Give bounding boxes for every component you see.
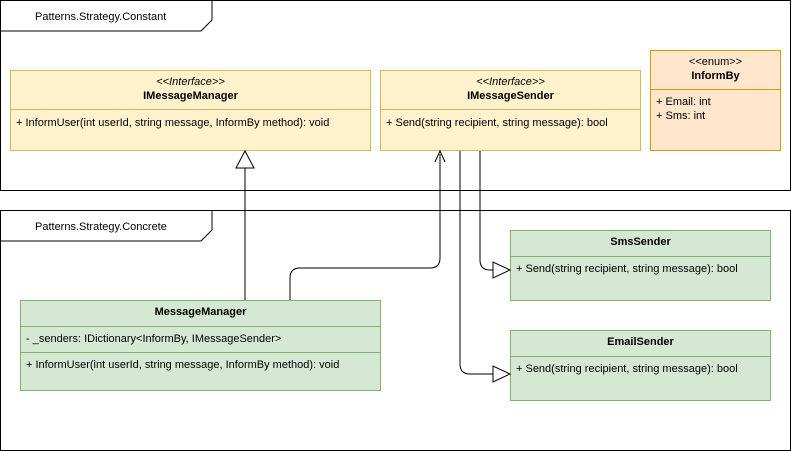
- class-name: SmsSender: [610, 236, 671, 248]
- divider: [21, 352, 380, 353]
- divider: [511, 256, 770, 257]
- divider: [511, 356, 770, 357]
- edge-emailsender-implements-imessagesender: [459, 151, 493, 375]
- package-label-concrete: Patterns.Strategy.Concrete: [35, 221, 167, 233]
- divider: [11, 109, 370, 110]
- package-label-constant: Patterns.Strategy.Constant: [35, 11, 167, 23]
- enum-inform-by[interactable]: <<enum>> InformBy + Email: int + Sms: in…: [650, 50, 781, 151]
- divider: [651, 89, 780, 90]
- method-row: + InformUser(int userId, string message,…: [16, 117, 330, 129]
- stereotype-label: <<Interface>>: [476, 76, 545, 88]
- method-row: + Send(string recipient, string message)…: [516, 363, 738, 375]
- class-name: IMessageSender: [467, 90, 554, 102]
- class-sms-sender[interactable]: SmsSender + Send(string recipient, strin…: [510, 230, 771, 301]
- arrowhead-hollow-triangle: [492, 261, 512, 279]
- stereotype-label: <<enum>>: [688, 56, 743, 68]
- class-name: EmailSender: [607, 336, 674, 348]
- arrowhead-open: [434, 149, 446, 163]
- method-row: + Send(string recipient, string message)…: [516, 263, 738, 275]
- divider: [381, 109, 640, 110]
- class-message-manager[interactable]: MessageManager - _senders: IDictionary<I…: [20, 300, 381, 391]
- divider: [21, 326, 380, 327]
- class-name: IMessageManager: [143, 90, 238, 102]
- package-tab-shape: [1, 1, 213, 32]
- class-imessage-sender[interactable]: <<Interface>> IMessageSender + Send(stri…: [380, 70, 641, 151]
- field-row: + Email: int: [656, 96, 711, 108]
- method-row: + Send(string recipient, string message)…: [386, 117, 608, 129]
- field-row: - _senders: IDictionary<InformBy, IMessa…: [26, 333, 282, 345]
- arrowhead-hollow-triangle: [492, 365, 512, 383]
- method-row: + InformUser(int userId, string message,…: [26, 359, 340, 371]
- class-name: MessageManager: [154, 306, 247, 318]
- class-imessage-manager[interactable]: <<Interface>> IMessageManager + InformUs…: [10, 70, 371, 151]
- package-tab-shape: [1, 211, 213, 242]
- edge-smssender-implements-imessagesender: [479, 151, 493, 271]
- field-row: + Sms: int: [656, 110, 706, 122]
- edge-messagemanager-uses-imessagesender: [289, 154, 441, 300]
- arrowhead-hollow-triangle: [235, 149, 255, 169]
- enum-name: InformBy: [691, 70, 740, 82]
- class-email-sender[interactable]: EmailSender + Send(string recipient, str…: [510, 330, 771, 401]
- stereotype-label: <<Interface>>: [156, 76, 225, 88]
